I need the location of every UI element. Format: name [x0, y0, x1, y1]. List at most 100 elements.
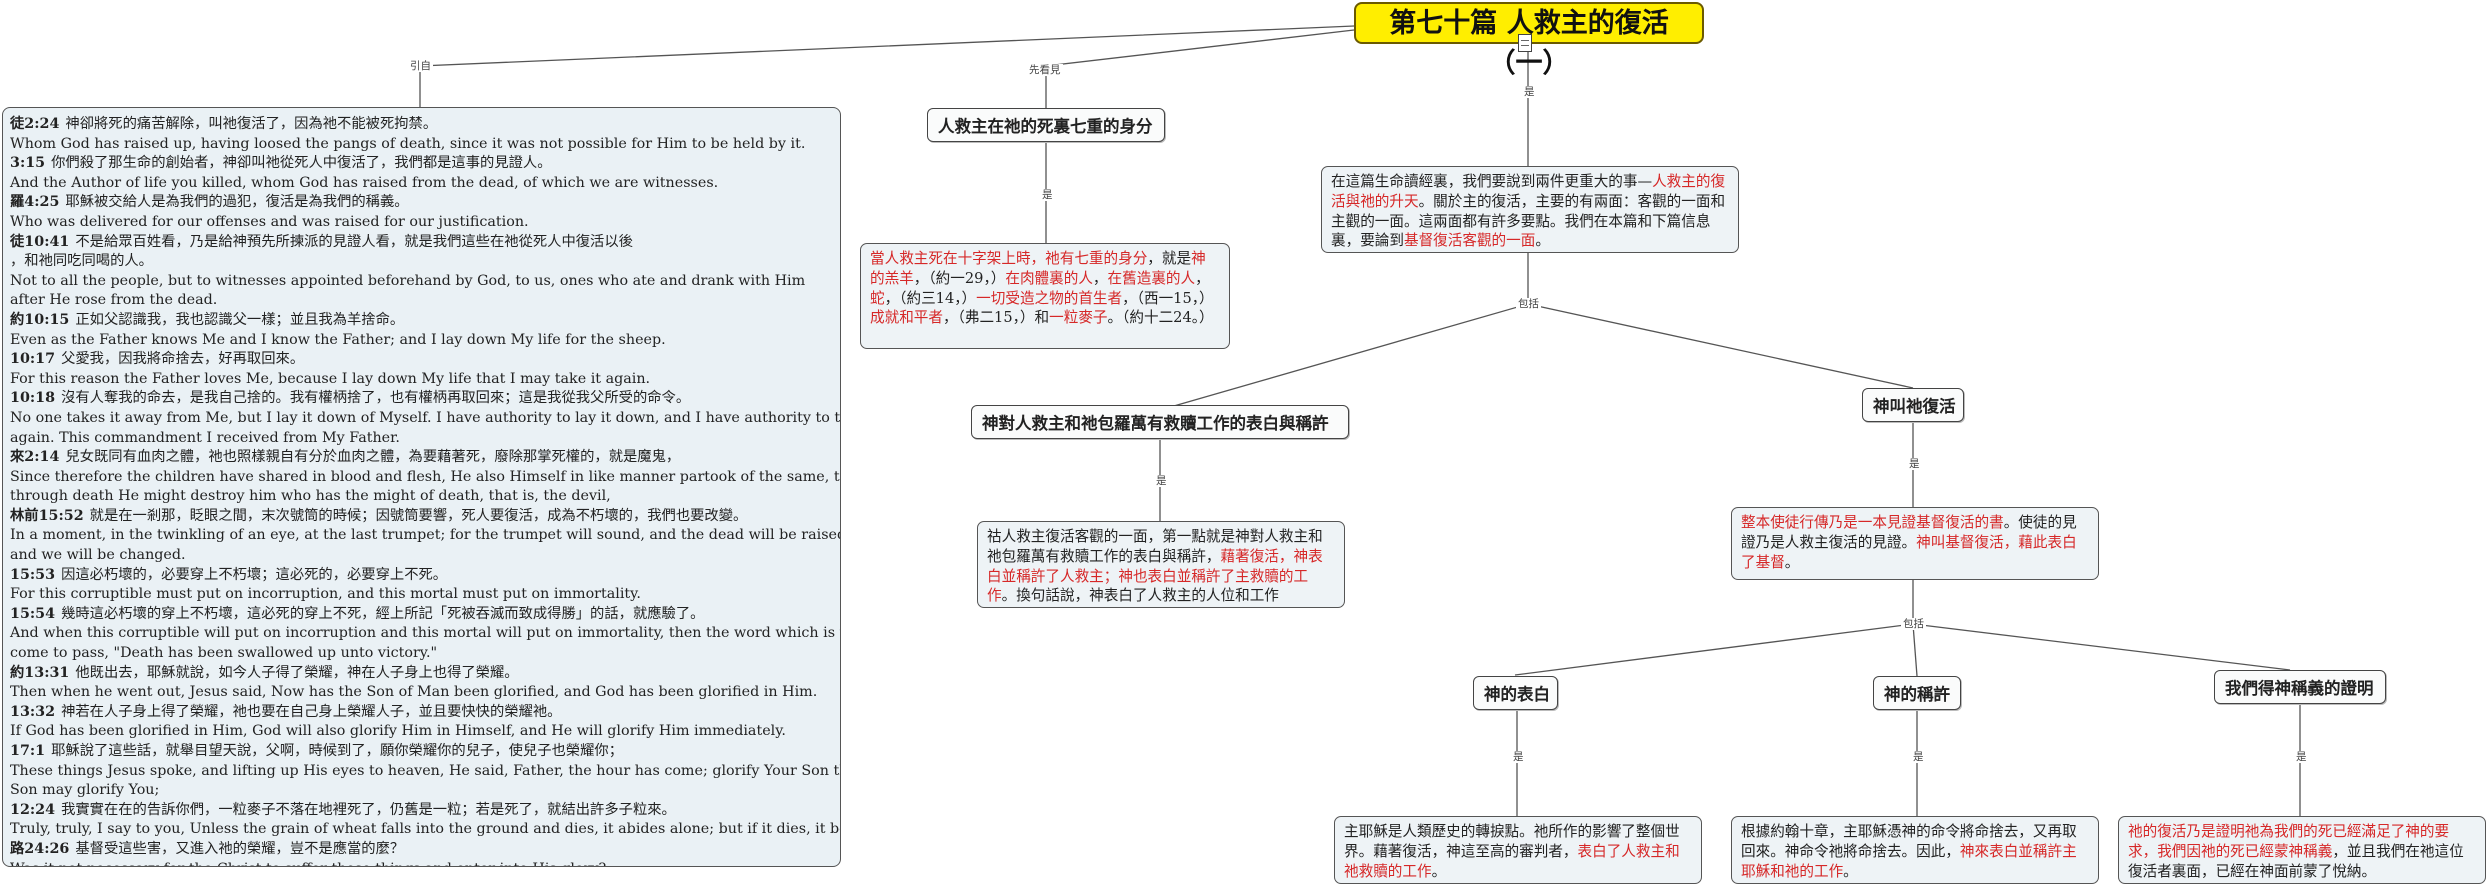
verse-ref: 來2:14 — [10, 449, 60, 466]
connector-godraised-children — [1514, 580, 1914, 676]
verse-line: In a moment, in the twinkling of an eye,… — [10, 526, 840, 546]
verse-text: Not to all the people, but to witnesses … — [10, 272, 806, 289]
verse-line: Was it not necessary for the Christ to s… — [10, 860, 833, 866]
node-gods-approval[interactable]: 神的稱許 — [1873, 676, 1961, 710]
verse-line: again. This commandment I received from … — [10, 429, 833, 449]
verse-line: Whom God has raised up, having loosed th… — [10, 135, 833, 155]
verse-text: And when this corruptible will put on in… — [10, 625, 841, 642]
node-expression-approval-text[interactable]: 祜人救主復活客觀的一面，第一點就是神對人救主和祂包羅萬有救贖工作的表白與稱許，藉… — [977, 521, 1345, 608]
verse-ref: 15:53 — [10, 566, 56, 583]
verse-text: 幾時這必朽壞的穿上不朽壞，這必死的穿上不死，經上所記「死被吞滅而致成得勝」的話，… — [61, 605, 705, 622]
label-baokuo-godraised: 包括 — [1901, 618, 1926, 630]
highlight-text: 神叫基督復活，藉此表白了基督 — [1741, 533, 2077, 571]
verse-line: Since therefore the children have shared… — [10, 468, 840, 488]
plain-text: ，（約一29，） — [913, 269, 1006, 287]
plain-text: 。 — [1784, 553, 1800, 571]
node-justified-proof-text[interactable]: 祂的復活乃是證明祂為我們的死已經滿足了神的要求，我們因祂的死已經蒙神稱義，並且我… — [2118, 816, 2486, 884]
plain-text: ， — [1092, 269, 1108, 287]
verse-line: And the Author of life you killed, whom … — [10, 174, 833, 194]
verse-text: Then when he went out, Jesus said, Now h… — [10, 684, 818, 701]
label-yinzi: 引自 — [408, 60, 433, 72]
plain-text: 祜人救主復活客觀的一面，第一點就是神對人救主和祂包羅萬有救贖工作的表白與稱許， — [987, 528, 1323, 565]
label-shi-expression: 是 — [1154, 475, 1169, 487]
node-gods-approval-text[interactable]: 根據約翰十章，主耶穌憑神的命令將命捨去，又再取回來。神命令祂將命捨去。因此，神來… — [1731, 816, 2099, 884]
node-gods-expression[interactable]: 神的表白 — [1473, 676, 1558, 710]
verse-line: And when this corruptible will put on in… — [10, 624, 840, 644]
label-baokuo-intro: 包括 — [1516, 298, 1541, 310]
plain-text: 。關於主的復活，主要的有兩面：客觀的一面和主觀的一面。這兩面都有許多要點。我們在… — [1331, 192, 1726, 250]
connector-root-identities — [1045, 29, 1355, 108]
highlight-text: 祂的復活乃是證明祂為我們的死已經滿足了神的要求，我們因祂的死已經蒙神稱義 — [2128, 823, 2450, 860]
verse-text: again. This commandment I received from … — [10, 429, 400, 446]
verse-line: 約13:31 他既出去，耶穌就說，如今人子得了榮耀，神在人子身上也得了榮耀。 — [10, 664, 833, 684]
verse-ref: 徒2:24 — [10, 116, 60, 132]
connector-intro-godraised — [1527, 303, 1914, 389]
verse-text: These things Jesus spoke, and lifting up… — [10, 762, 841, 779]
verse-line: after He rose from the dead. — [10, 291, 833, 311]
verse-ref: 林前15:52 — [10, 507, 84, 524]
highlight-text: 在舊造裏的人 — [1107, 269, 1196, 287]
verse-ref: 約10:15 — [10, 311, 70, 328]
node-justified-proof[interactable]: 我們得神稱義的證明 — [2214, 670, 2386, 704]
verse-text: Whom God has raised up, having loosed th… — [10, 135, 806, 152]
verse-line: No one takes it away from Me, but I lay … — [10, 409, 840, 429]
label-shi-intro: 是 — [1522, 86, 1537, 98]
verse-text: come to pass, "Death has been swallowed … — [10, 645, 438, 662]
highlight-text: 成就和平者 — [870, 309, 943, 327]
verse-line: and we will be changed. — [10, 546, 833, 566]
verse-text: 耶穌說了這些話，就舉目望天說，父啊，時候到了，願你榮耀你的兒子，使兒子也榮耀你； — [51, 743, 623, 759]
verse-text: and we will be changed. — [10, 547, 186, 564]
label-shi-child-expression: 是 — [1511, 751, 1526, 763]
node-expression-approval[interactable]: 神對人救主和祂包羅萬有救贖工作的表白與稱許 — [971, 405, 1349, 439]
node-intro-text[interactable]: 在這篇生命讀經裏，我們要說到兩件更重大的事—人救主的復活與祂的升天。關於主的復活… — [1321, 166, 1739, 253]
plain-text: ，（弗二15，）和 — [942, 309, 1050, 327]
connector-child-justified — [1912, 623, 2291, 671]
verse-text: 我實實在在的告訴你們，一粒麥子不落在地裡死了，仍舊是一粒；若是死了，就結出許多子… — [61, 801, 676, 818]
note-icon[interactable] — [1518, 34, 1532, 52]
plain-text: ，就是 — [1147, 250, 1192, 267]
highlight-text: 一切受造之物的首生者 — [976, 289, 1123, 307]
verse-text: 神卻將死的痛苦解除，叫祂復活了，因為祂不能被死拘禁。 — [65, 116, 438, 132]
verse-text: 因這必朽壞的，必要穿上不朽壞；這必死的，必要穿上不死。 — [61, 566, 448, 583]
node-seven-identities[interactable]: 人救主在祂的死裏七重的身分 — [927, 108, 1165, 142]
verse-line: Not to all the people, but to witnesses … — [10, 272, 833, 292]
verse-text: 正如父認識我，我也認識父一樣；並且我為羊捨命。 — [75, 311, 405, 328]
verse-text: No one takes it away from Me, but I lay … — [10, 409, 841, 426]
plain-text: ，（西一15，） — [1122, 289, 1214, 307]
verse-ref: 10:17 — [10, 351, 56, 368]
verse-line: Who was delivered for our offenses and w… — [10, 213, 833, 233]
node-god-raised[interactable]: 神叫祂復活 — [1862, 388, 1964, 422]
verse-text: after He rose from the dead. — [10, 292, 218, 309]
highlight-text: 藉著復活，神表白並稱許了人救主；神也表白並稱許了主救贖的工作 — [987, 547, 1323, 605]
node-gods-expression-text[interactable]: 主耶穌是人類歷史的轉捩點。祂所作的影響了整個世界。藉著復活，神這至高的審判者，表… — [1334, 816, 1702, 884]
node-seven-identities-text[interactable]: 當人救主死在十字架上時，祂有七重的身分，就是神的羔羊，（約一29，）在肉體裏的人… — [860, 243, 1230, 349]
verse-ref: 約13:31 — [10, 664, 70, 681]
highlight-text: 在肉體裏的人 — [1005, 269, 1093, 287]
verses-box[interactable]: 徒2:24 神卻將死的痛苦解除，叫祂復活了，因為祂不能被死拘禁。 Whom God … — [2, 107, 841, 867]
label-shi-identities: 是 — [1040, 189, 1055, 201]
label-shi-child-justified: 是 — [2294, 751, 2309, 763]
node-god-raised-text[interactable]: 整本使徒行傳乃是一本見證基督復活的書。使徒的見證乃是人救主復活的見證。神叫基督復… — [1731, 507, 2099, 580]
plain-text: 。 — [1535, 232, 1550, 250]
root-title[interactable]: 第七十篇 人救主的復活（一） — [1354, 2, 1704, 79]
plain-text: ，（約三14，） — [884, 289, 977, 307]
plain-text: 主耶穌是人類歷史的轉捩點。祂所作的影響了整個世界。藉著復活，神這至高的審判者， — [1344, 823, 1680, 860]
verse-ref: 15:54 — [10, 605, 56, 622]
verse-text: 沒有人奪我的命去，是我自己捨的。我有權柄捨了，也有權柄再取回來；這是我從我父所受… — [61, 390, 691, 407]
verse-text: In a moment, in the twinkling of an eye,… — [10, 527, 840, 544]
plain-text: 在這篇生命讀經裏，我們要說到兩件更重大的事— — [1331, 173, 1653, 190]
verse-text: Truly, truly, I say to you, Unless the g… — [10, 821, 840, 838]
verse-line: come to pass, "Death has been swallowed … — [10, 644, 833, 664]
verse-line: 徒2:24 神卻將死的痛苦解除，叫祂復活了，因為祂不能被死拘禁。 — [10, 115, 833, 135]
verse-text: 他既出去，耶穌就說，如今人子得了榮耀，神在人子身上也得了榮耀。 — [75, 664, 519, 681]
verse-line: These things Jesus spoke, and lifting up… — [10, 762, 840, 782]
highlight-text: 當人救主死在十字架上時，祂有七重的身分 — [870, 250, 1148, 267]
label-shi-godraised: 是 — [1907, 458, 1922, 470]
verse-text: ，和祂同吃同喝的人。 — [10, 253, 153, 270]
highlight-text: 一粒麥子 — [1049, 309, 1108, 327]
